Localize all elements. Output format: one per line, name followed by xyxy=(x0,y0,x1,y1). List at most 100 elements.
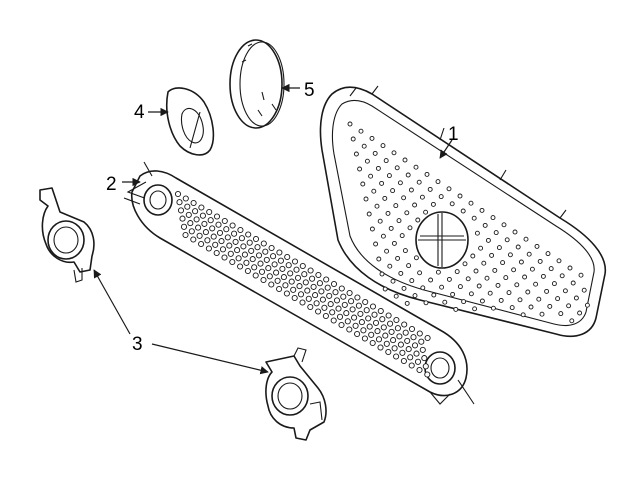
lower-grille-hole xyxy=(210,233,217,240)
lower-grille-hole xyxy=(302,279,309,286)
lower-grille-hole xyxy=(369,303,377,310)
lower-grille-hole xyxy=(263,256,270,263)
grille-hole xyxy=(481,260,487,266)
lower-grille-hole xyxy=(218,238,225,245)
grille-hole xyxy=(547,303,553,309)
grille-hole xyxy=(358,128,364,134)
lower-grille-hole xyxy=(341,301,348,308)
fog-lamp-bracket-left xyxy=(39,187,95,283)
grille-hole xyxy=(446,186,452,192)
lower-grille-hole xyxy=(196,232,203,239)
lower-grille-hole xyxy=(204,237,211,244)
lower-grille-hole xyxy=(313,300,320,307)
grille-hole xyxy=(555,296,561,302)
grille-hole xyxy=(462,261,468,267)
grille-hole xyxy=(402,248,408,254)
lower-grille-hole xyxy=(421,355,428,362)
grille-hole xyxy=(413,255,419,261)
lower-grille-hole xyxy=(355,302,362,309)
lower-grille-hole xyxy=(276,249,283,256)
lower-grille-hole xyxy=(245,231,252,238)
lower-grille-hole xyxy=(362,298,369,306)
lower-grille-hole xyxy=(336,313,344,320)
callout-1: 1 xyxy=(448,124,459,145)
lower-grille-hole xyxy=(188,228,195,235)
grille-hole xyxy=(449,201,455,207)
lower-grille-hole xyxy=(252,235,260,243)
lower-grille-hole xyxy=(257,260,264,267)
grille-hole xyxy=(460,208,466,214)
lower-grille-hole xyxy=(351,314,358,321)
grille-hole xyxy=(401,195,407,201)
lower-grille-hole xyxy=(198,204,205,211)
lower-grille-hole xyxy=(377,344,384,351)
lower-grille-hole xyxy=(346,326,353,333)
grille-hole xyxy=(493,230,499,236)
lower-grille-hole xyxy=(246,239,253,246)
grille-hole xyxy=(562,288,568,294)
lower-grille-hole xyxy=(260,276,267,284)
grille-hole xyxy=(442,299,448,305)
lower-grille-hole xyxy=(254,244,261,251)
grille-hole xyxy=(385,210,391,216)
lower-grille-hole xyxy=(243,259,250,266)
grille-hole xyxy=(375,165,381,171)
lower-grille-hole xyxy=(315,271,322,279)
grille-hole xyxy=(374,203,380,209)
grille-hole xyxy=(408,187,414,193)
lower-grille-hole xyxy=(371,311,378,318)
grille-hole xyxy=(423,300,429,306)
grille-hole xyxy=(489,252,495,258)
lower-grille-hole xyxy=(404,337,411,344)
grille-hole xyxy=(503,275,509,281)
lower-grille-hole xyxy=(270,253,277,260)
grille-hole xyxy=(559,273,565,279)
lower-grille-hole xyxy=(366,323,373,330)
grille-hole xyxy=(556,258,562,264)
grille-hole xyxy=(404,210,410,216)
grille-hole xyxy=(478,245,484,251)
lower-grille-hole xyxy=(329,309,336,316)
lower-grille-hole xyxy=(205,245,212,252)
lower-grille-hole xyxy=(310,283,317,290)
grille-hole xyxy=(490,215,496,221)
lower-grille-hole xyxy=(221,254,228,261)
grille-hole xyxy=(446,276,452,282)
grille-hole xyxy=(360,181,366,187)
lower-grille-hole xyxy=(287,270,294,277)
grille-hole xyxy=(490,305,496,311)
lower-grille-hole xyxy=(265,265,272,272)
grille-hole xyxy=(402,157,408,163)
lower-grille-hole xyxy=(285,262,292,269)
lower-grille-hole xyxy=(387,320,394,327)
lower-grille-hole xyxy=(419,346,426,353)
lower-grille-hole xyxy=(312,292,319,299)
lower-grille-hole xyxy=(190,199,197,207)
grille-hole xyxy=(377,218,383,224)
lower-grille-hole xyxy=(187,220,194,227)
grille-hole xyxy=(424,171,430,177)
lower-grille-hole xyxy=(383,340,390,347)
lower-grille-hole xyxy=(240,243,247,250)
lower-grille-hole xyxy=(369,339,376,347)
lower-grille-hole xyxy=(330,317,337,324)
lower-grille-hole xyxy=(385,348,392,356)
lower-grille-hole xyxy=(332,289,339,296)
lower-grille-hole xyxy=(213,213,221,220)
grille-hole xyxy=(369,135,375,141)
grille-hole xyxy=(498,297,504,303)
lower-grille-hole xyxy=(231,230,238,237)
lower-grille-hole xyxy=(323,276,330,283)
lower-grille-hole xyxy=(293,266,300,273)
grille-hole xyxy=(487,290,493,296)
grille-hole xyxy=(379,271,385,277)
grille-hole xyxy=(465,276,471,282)
lower-grille-hole xyxy=(349,306,356,313)
grille-hole xyxy=(569,318,575,324)
grille-hole xyxy=(526,251,532,257)
lower-grille-hole xyxy=(360,327,367,334)
grille-hole xyxy=(412,202,418,208)
grille-hole xyxy=(350,136,356,142)
grille-hole xyxy=(471,215,477,221)
lower-grille-hole xyxy=(335,305,342,312)
